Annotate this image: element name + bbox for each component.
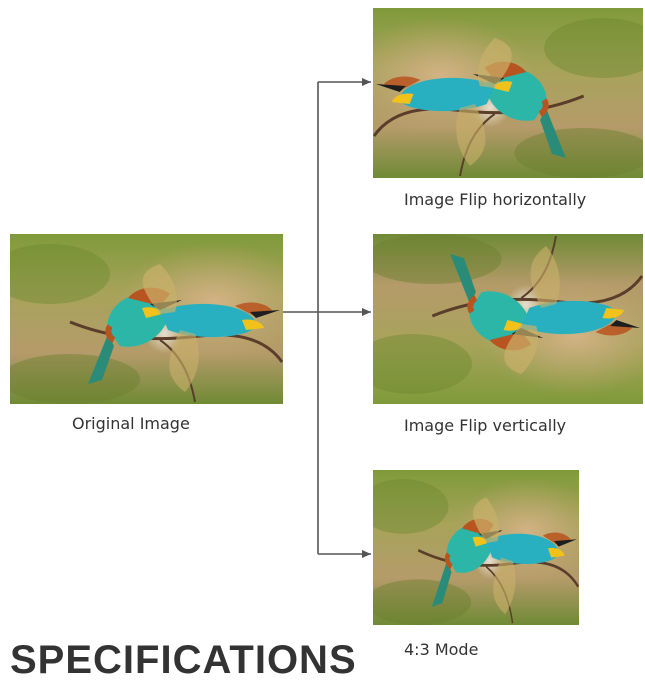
bird-photo-original <box>10 234 283 404</box>
flip-horizontal-caption: Image Flip horizontally <box>404 190 586 209</box>
bird-photo-flipped-vertically <box>373 234 643 404</box>
mode-4-3-image <box>373 470 579 625</box>
diagram-canvas: Original Image Image Flip horizontally I… <box>0 0 645 662</box>
bird-photo-4-3-mode <box>373 470 579 625</box>
specifications-heading: SPECIFICATIONS <box>10 636 357 684</box>
flip-vertical-image <box>373 234 643 404</box>
bird-photo-flipped-horizontally <box>373 8 643 178</box>
flip-horizontal-image <box>373 8 643 178</box>
flip-vertical-caption: Image Flip vertically <box>404 416 566 435</box>
mode-4-3-caption: 4:3 Mode <box>404 640 478 659</box>
original-image <box>10 234 283 404</box>
original-image-caption: Original Image <box>72 414 190 433</box>
